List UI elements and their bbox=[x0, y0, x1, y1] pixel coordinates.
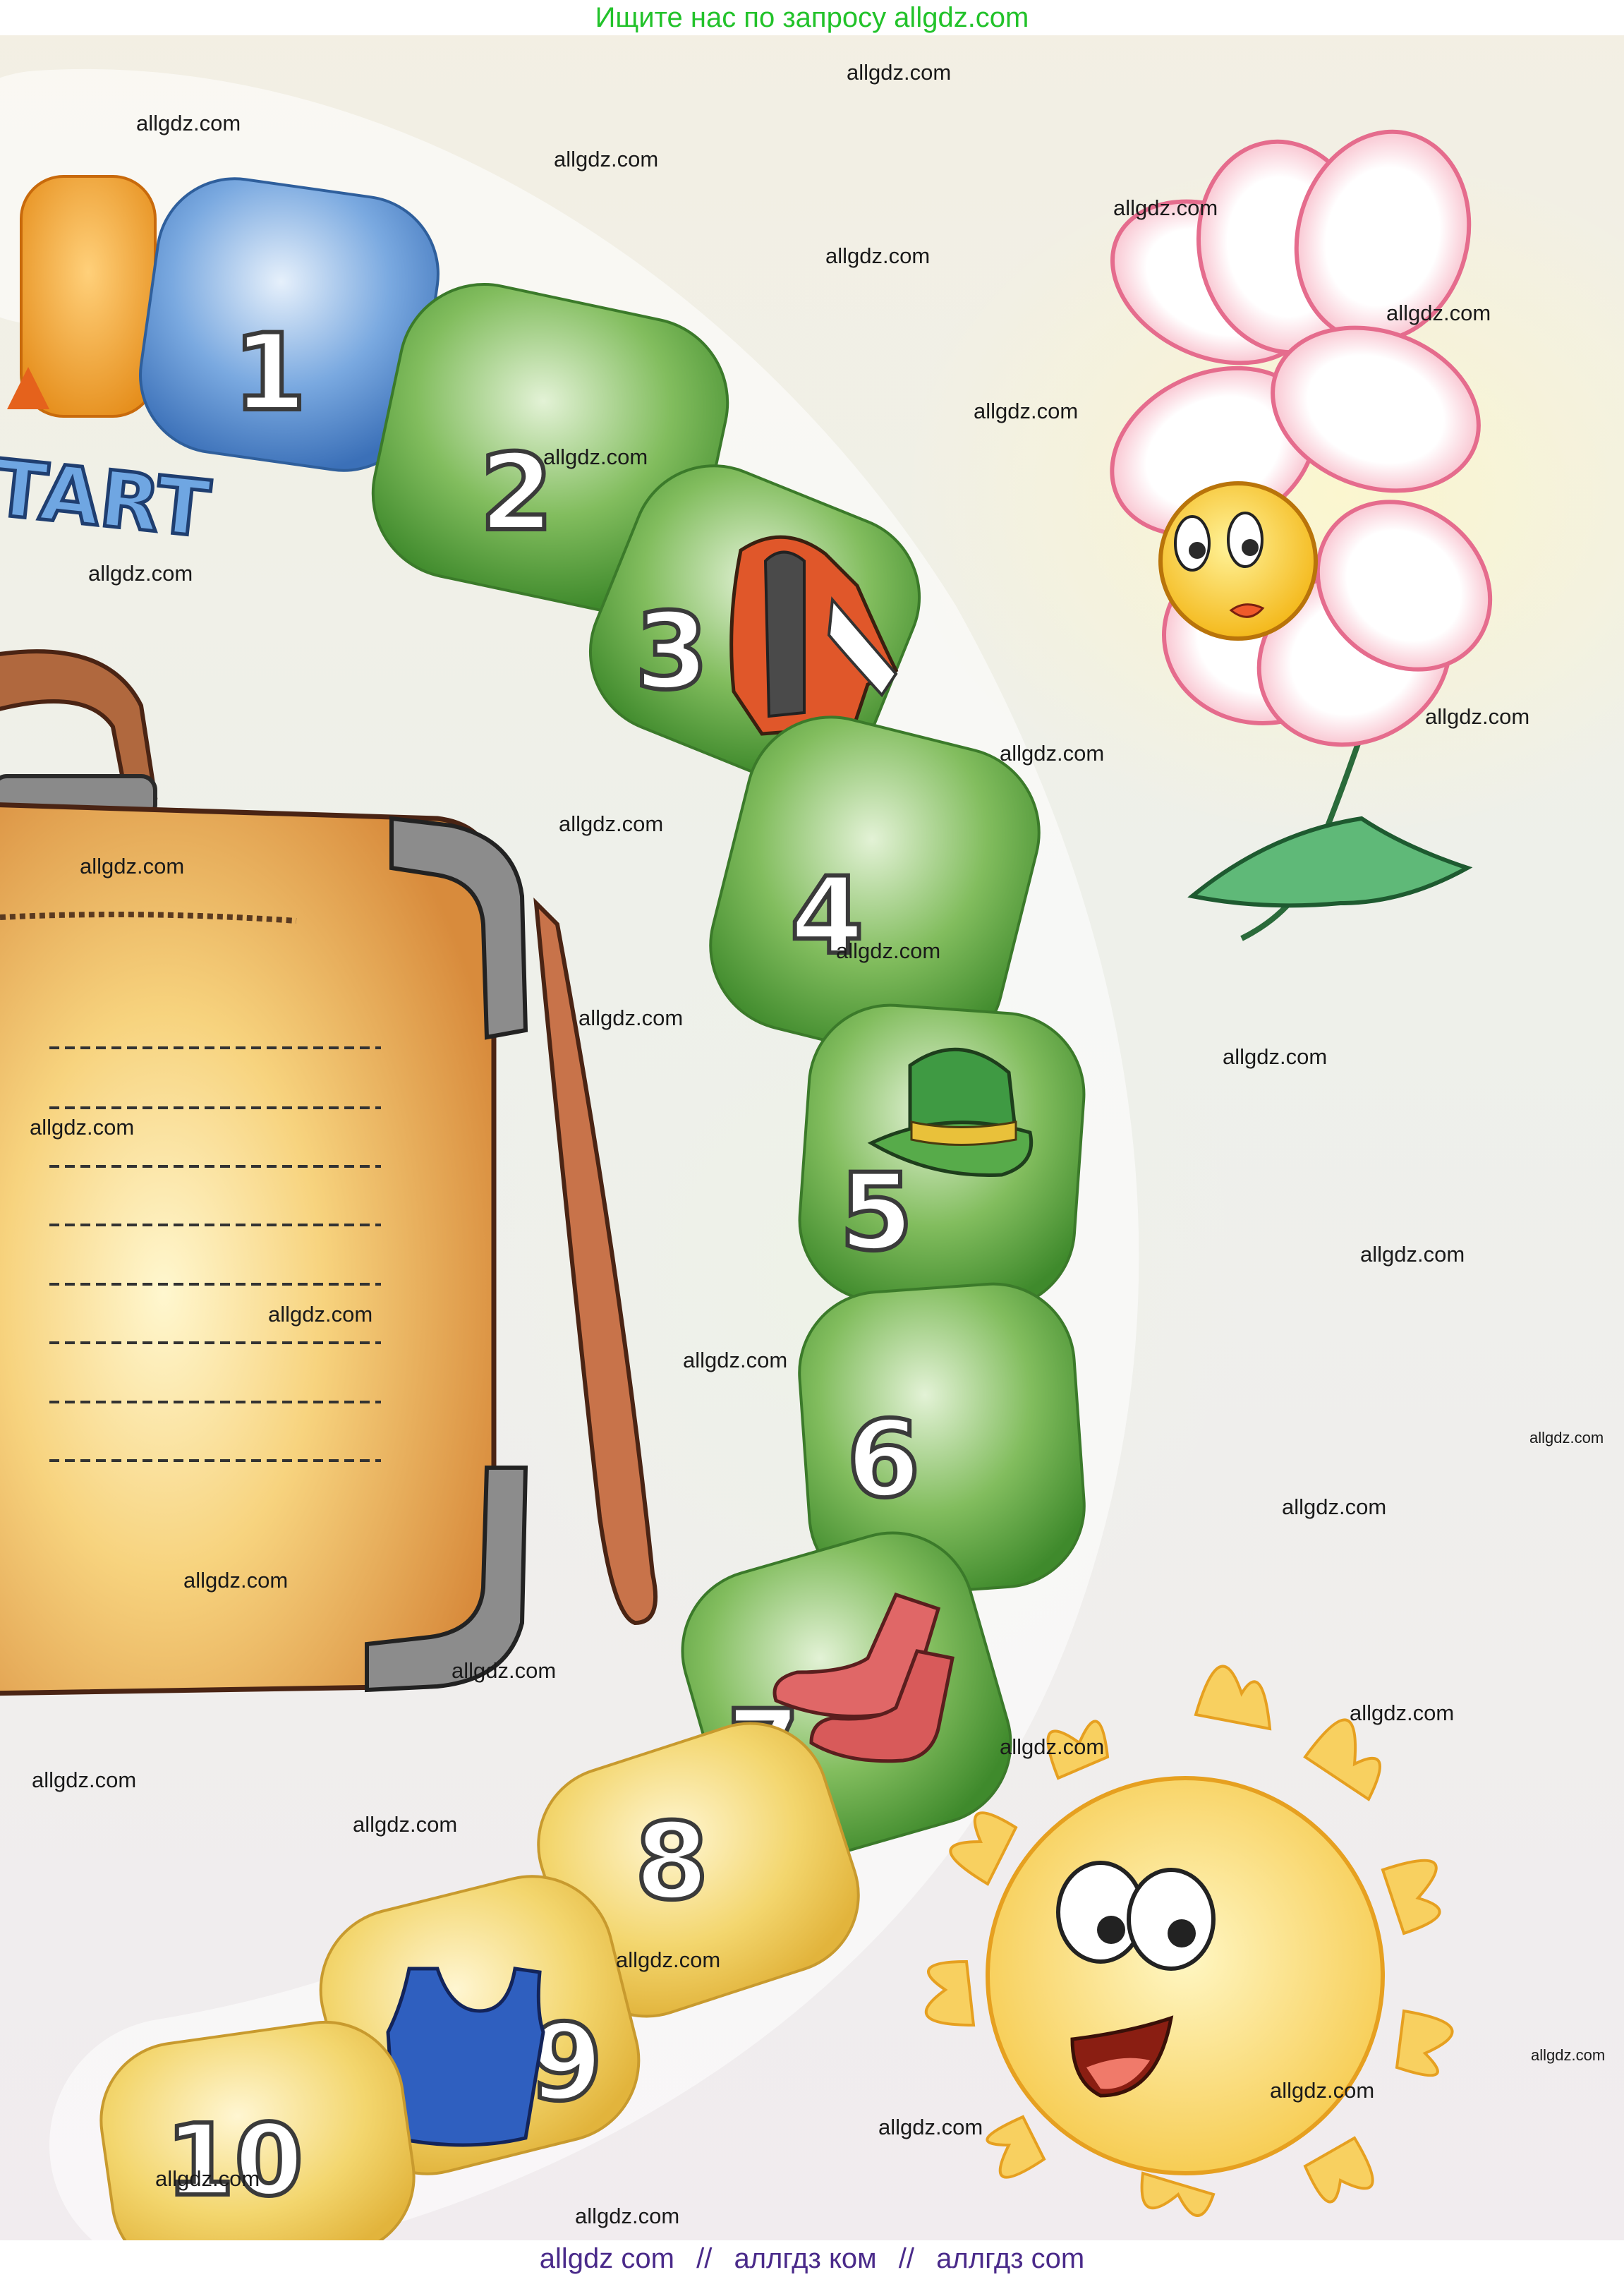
watermark: allgdz.com bbox=[974, 399, 1079, 423]
vest-icon bbox=[729, 535, 899, 736]
watermark: allgdz.com bbox=[1000, 1734, 1105, 1759]
path-step-6[interactable]: 6 bbox=[794, 1279, 1089, 1600]
watermark: allgdz.com bbox=[1360, 1242, 1465, 1267]
start-arrow-icon bbox=[7, 367, 49, 409]
watermark: allgdz.com bbox=[836, 938, 941, 963]
path-step-10[interactable]: 10 bbox=[91, 2012, 424, 2240]
watermark: allgdz.com bbox=[847, 60, 952, 85]
watermark: allgdz.com bbox=[32, 1768, 137, 1792]
banner-link[interactable]: аллгдз com bbox=[936, 2243, 1085, 2274]
suitcase-writing-lines[interactable] bbox=[49, 1046, 381, 1462]
banner-link[interactable]: allgdz com bbox=[539, 2243, 674, 2274]
watermark: allgdz.com bbox=[1223, 1044, 1328, 1069]
start-label: TART bbox=[0, 442, 214, 555]
start-tile bbox=[20, 175, 157, 418]
banner-separator: // bbox=[696, 2243, 713, 2274]
sun-eye-right bbox=[1127, 1868, 1216, 1971]
watermark: allgdz.com bbox=[30, 1115, 135, 1140]
suitcase-handle bbox=[0, 649, 158, 804]
watermark: allgdz.com bbox=[1000, 741, 1105, 766]
watermark: allgdz.com bbox=[543, 445, 648, 469]
watermark: allgdz.com bbox=[1529, 1429, 1604, 1446]
watermark: allgdz.com bbox=[575, 2204, 680, 2228]
suitcase-strap bbox=[533, 897, 658, 1626]
game-board-scene: TART 1 2 3 4 5 6 7 bbox=[0, 68, 1493, 2240]
path-step-5[interactable]: 5 bbox=[794, 1000, 1089, 1315]
watermark: allgdz.com bbox=[1113, 195, 1218, 220]
banner-link[interactable]: аллгдз ком bbox=[734, 2243, 877, 2274]
watermark: allgdz.com bbox=[616, 1947, 721, 1972]
suitcase-corner-top bbox=[389, 816, 528, 1040]
top-banner[interactable]: Ищите нас по запросу allgdz.com bbox=[0, 0, 1624, 35]
step-number: 5 bbox=[840, 1152, 913, 1274]
path-step-1[interactable]: 1 bbox=[131, 169, 448, 481]
watermark: allgdz.com bbox=[559, 811, 664, 836]
watermark: allgdz.com bbox=[353, 1812, 458, 1837]
watermark: allgdz.com bbox=[683, 1348, 788, 1372]
sun-illustration bbox=[924, 1665, 1454, 2217]
watermark: allgdz.com bbox=[1270, 2078, 1375, 2103]
path-step-4[interactable]: 4 bbox=[693, 699, 1057, 1079]
watermark: allgdz.com bbox=[554, 147, 659, 171]
watermark: allgdz.com bbox=[1425, 704, 1530, 729]
socks-icon bbox=[772, 1592, 955, 1763]
watermark: allgdz.com bbox=[268, 1302, 373, 1327]
flower-leaf bbox=[1187, 816, 1473, 908]
step-number: 6 bbox=[847, 1399, 920, 1521]
flower-petal bbox=[1271, 325, 1481, 493]
watermark: allgdz.com bbox=[183, 1568, 289, 1593]
flower-mouth bbox=[1229, 603, 1265, 618]
tank-top-icon bbox=[386, 1967, 545, 2147]
watermark: allgdz.com bbox=[825, 243, 931, 268]
watermark: allgdz.com bbox=[578, 1005, 684, 1030]
flower-illustration bbox=[1110, 129, 1493, 941]
step-number: 4 bbox=[790, 855, 863, 978]
flower-eye-left bbox=[1174, 515, 1211, 572]
step-number: 10 bbox=[166, 2103, 303, 2218]
watermark: allgdz.com bbox=[878, 2115, 983, 2139]
watermark: allgdz.com bbox=[136, 111, 241, 135]
sun-face bbox=[986, 1776, 1385, 2175]
sun-rays bbox=[924, 1665, 1454, 2217]
hat-icon bbox=[867, 1047, 1034, 1177]
path-step-3[interactable]: 3 bbox=[566, 442, 944, 808]
watermark: allgdz.com bbox=[155, 2166, 260, 2191]
banner-separator: // bbox=[898, 2243, 915, 2274]
watermark: allgdz.com bbox=[1282, 1494, 1387, 1519]
flower-petal bbox=[1315, 500, 1493, 672]
step-number: 2 bbox=[480, 432, 553, 555]
step-number: 1 bbox=[233, 312, 306, 435]
watermark: allgdz.com bbox=[452, 1658, 557, 1683]
watermark: allgdz.com bbox=[80, 854, 185, 878]
watermark: allgdz.com bbox=[1350, 1701, 1455, 1725]
suitcase-illustration bbox=[0, 649, 658, 1696]
bottom-banner[interactable]: allgdz com // аллгдз ком // аллгдз com bbox=[0, 2240, 1624, 2277]
flower-eye-right bbox=[1227, 512, 1264, 568]
start-marker: TART bbox=[0, 175, 215, 557]
watermark: allgdz.com bbox=[1531, 2046, 1606, 2064]
suitcase-corner-bottom bbox=[365, 1466, 528, 1693]
step-number: 3 bbox=[635, 591, 708, 713]
step-number: 8 bbox=[635, 1801, 708, 1923]
suitcase-body bbox=[0, 802, 497, 1696]
watermark: allgdz.com bbox=[1386, 301, 1491, 325]
path-step-8[interactable]: 8 bbox=[519, 1703, 879, 2036]
watermark: allgdz.com bbox=[88, 561, 193, 586]
